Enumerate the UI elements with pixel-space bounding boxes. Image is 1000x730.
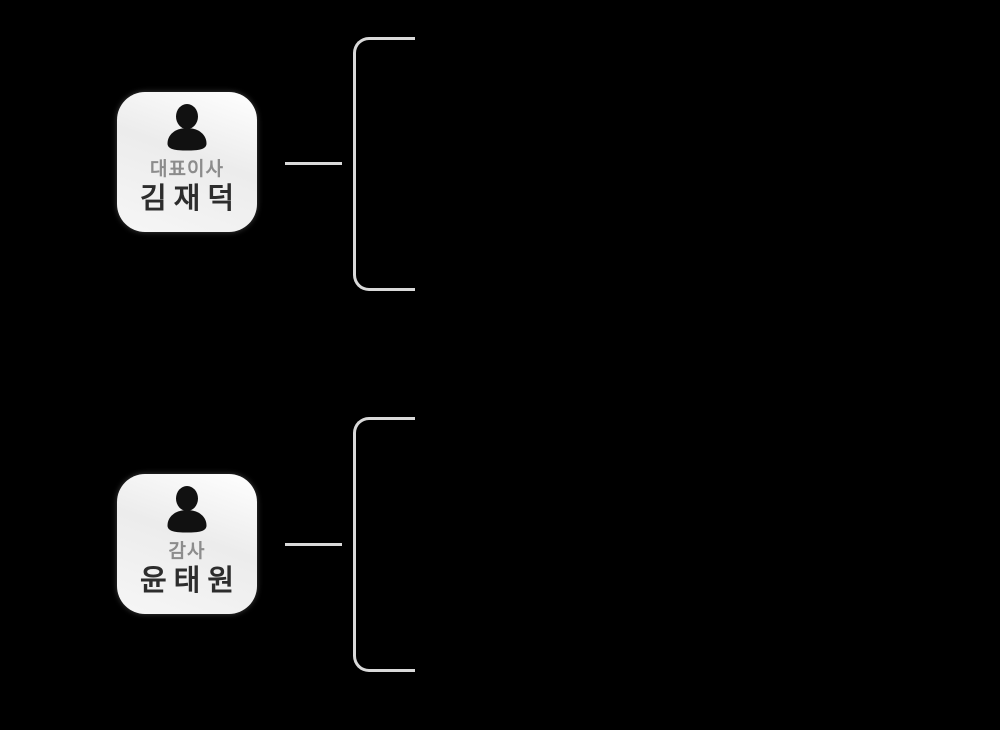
person-card-ceo: 대표이사 김재덕 xyxy=(117,92,257,232)
connector-line-auditor xyxy=(285,543,342,546)
person-icon xyxy=(167,486,207,533)
person-card-auditor: 감사 윤태원 xyxy=(117,474,257,614)
name-label: 김재덕 xyxy=(139,182,242,215)
children-bracket-auditor xyxy=(353,417,415,672)
person-icon xyxy=(167,104,207,151)
role-label: 감사 xyxy=(168,541,206,562)
connector-line-ceo xyxy=(285,162,342,165)
children-bracket-ceo xyxy=(353,37,415,291)
role-label: 대표이사 xyxy=(150,159,224,180)
name-label: 윤태원 xyxy=(139,564,242,597)
